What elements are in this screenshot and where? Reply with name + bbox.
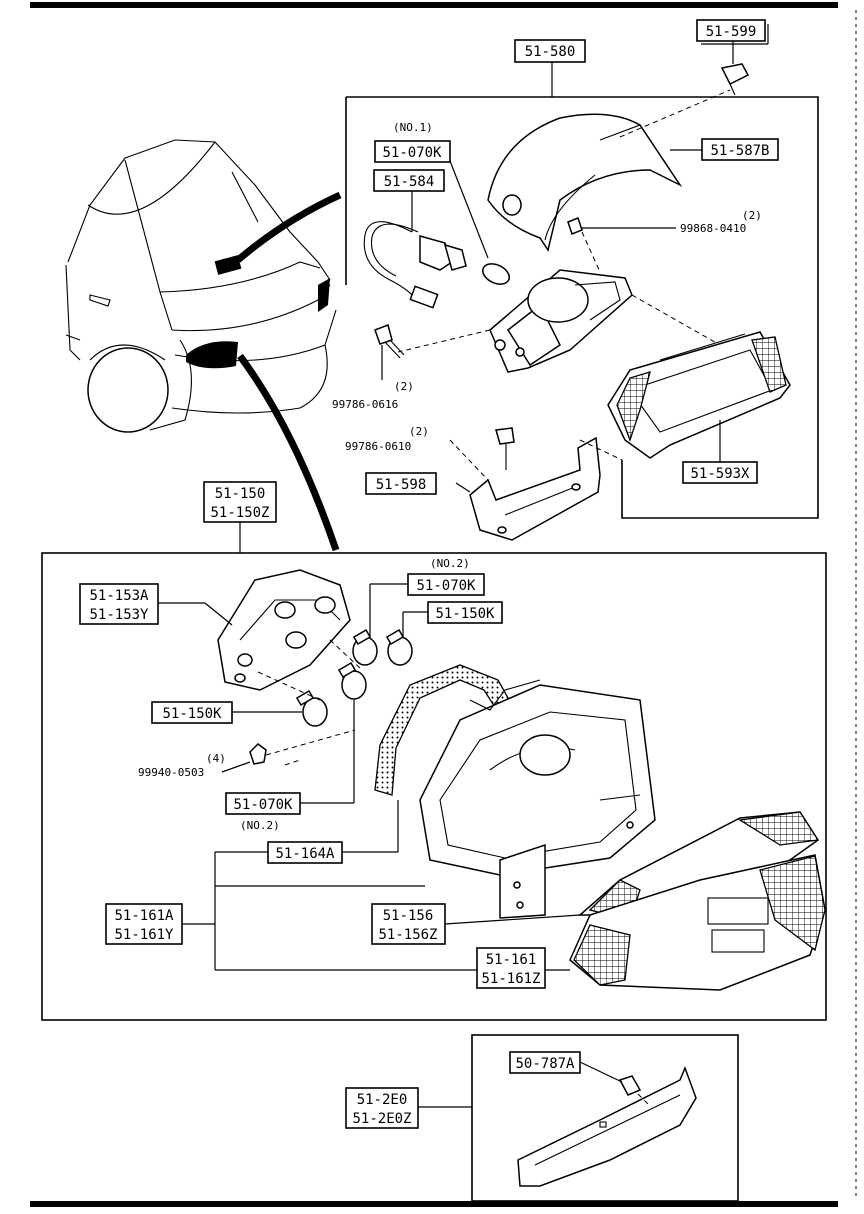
pointer-rear-lamp <box>237 353 340 552</box>
screw-99868-illustration <box>567 217 676 235</box>
lower-frame <box>471 1034 739 1202</box>
svg-text:51-2E0: 51-2E0 <box>357 1092 408 1108</box>
bulb-upper-2 <box>385 629 413 666</box>
label-51-2e0: 51-2E0 51-2E0Z <box>345 1087 419 1129</box>
label-51-161a: 51-161A 51-161Y <box>105 903 183 945</box>
svg-text:51-587B: 51-587B <box>710 143 769 159</box>
svg-text:51-584: 51-584 <box>384 174 435 190</box>
label-51-164a: 51-164A <box>267 841 343 864</box>
clip-illustration <box>720 41 750 96</box>
svg-text:51-598: 51-598 <box>376 477 427 493</box>
bulb-upper-1 <box>352 629 378 666</box>
svg-text:51-164A: 51-164A <box>275 846 335 862</box>
pn-99940-0503: 99940-0503 <box>138 766 204 779</box>
pn-99786-0616: 99786-0616 <box>332 398 398 411</box>
bracket-illustration <box>455 427 601 541</box>
outer-lens-illustration <box>607 331 791 462</box>
label-51-070k-mid: 51-070K <box>407 573 485 596</box>
top-rule <box>30 2 838 8</box>
svg-text:51-156: 51-156 <box>383 908 434 924</box>
lamp-cover-illustration <box>487 113 683 252</box>
note-no2-top: (NO.2) <box>430 557 470 570</box>
label-51-593x: 51-593X <box>682 461 758 484</box>
bolt-0616-illustration <box>374 324 405 380</box>
svg-text:51-150Z: 51-150Z <box>210 505 269 521</box>
note-no1: (NO.1) <box>393 121 433 134</box>
socket-harness-illustration <box>363 160 510 309</box>
svg-text:51-153Y: 51-153Y <box>89 607 149 623</box>
lamp-housing-illustration <box>489 269 633 373</box>
svg-text:51-150K: 51-150K <box>162 706 222 722</box>
qty-99786-0610: (2) <box>409 425 429 438</box>
label-51-070k-low: 51-070K <box>225 792 301 815</box>
svg-text:51-153A: 51-153A <box>89 588 149 604</box>
qty-99786-0616: (2) <box>394 380 414 393</box>
lamp-body-illustration <box>419 679 656 919</box>
svg-text:51-150: 51-150 <box>215 486 266 502</box>
svg-text:51-161Z: 51-161Z <box>481 971 540 987</box>
label-51-070k-top: 51-070K <box>374 140 451 163</box>
label-51-598: 51-598 <box>365 472 437 495</box>
svg-text:51-599: 51-599 <box>706 24 757 40</box>
svg-text:51-150K: 51-150K <box>435 606 495 622</box>
svg-text:51-156Z: 51-156Z <box>378 927 437 943</box>
qty-99868: (2) <box>742 209 762 222</box>
pn-99868-0410: 99868-0410 <box>680 222 746 235</box>
label-51-150k-left: 51-150K <box>151 701 233 724</box>
outer-lens-161-illustration <box>545 854 826 991</box>
svg-text:51-161A: 51-161A <box>114 908 174 924</box>
upper-frame <box>346 96 819 519</box>
label-51-156: 51-156 51-156Z <box>371 903 446 945</box>
svg-text:51-070K: 51-070K <box>416 578 476 594</box>
svg-text:50-787A: 50-787A <box>515 1056 575 1072</box>
label-51-161: 51-161 51-161Z <box>476 947 546 989</box>
svg-text:51-161Y: 51-161Y <box>114 927 174 943</box>
socket-plate-illustration <box>158 569 351 691</box>
label-51-580: 51-580 <box>514 39 586 63</box>
bottom-rule <box>30 1201 838 1207</box>
label-51-150: 51-150 51-150Z <box>203 481 277 523</box>
label-51-587b: 51-587B <box>701 138 779 161</box>
bulb-middle <box>337 662 367 700</box>
svg-text:51-2E0Z: 51-2E0Z <box>352 1111 411 1127</box>
svg-text:51-580: 51-580 <box>525 44 576 60</box>
svg-text:51-161: 51-161 <box>486 952 537 968</box>
pointer-high-mount <box>235 191 342 263</box>
qty-99940: (4) <box>206 752 226 765</box>
label-51-599: 51-599 <box>696 19 769 45</box>
garnish-illustration <box>517 1061 697 1187</box>
label-51-153a: 51-153A 51-153Y <box>79 583 159 625</box>
nut-illustration <box>221 743 267 773</box>
svg-text:51-070K: 51-070K <box>233 797 293 813</box>
svg-text:51-070K: 51-070K <box>382 145 442 161</box>
label-50-787a: 50-787A <box>509 1051 581 1074</box>
middle-frame <box>41 552 827 1021</box>
car-body-illustration <box>65 139 337 433</box>
label-51-150k-right: 51-150K <box>427 601 503 624</box>
bulb-lower <box>295 690 328 727</box>
note-no2-bottom: (NO.2) <box>240 819 280 832</box>
label-51-584: 51-584 <box>373 169 445 192</box>
svg-text:51-593X: 51-593X <box>690 466 750 482</box>
pn-99786-0610: 99786-0610 <box>345 440 411 453</box>
